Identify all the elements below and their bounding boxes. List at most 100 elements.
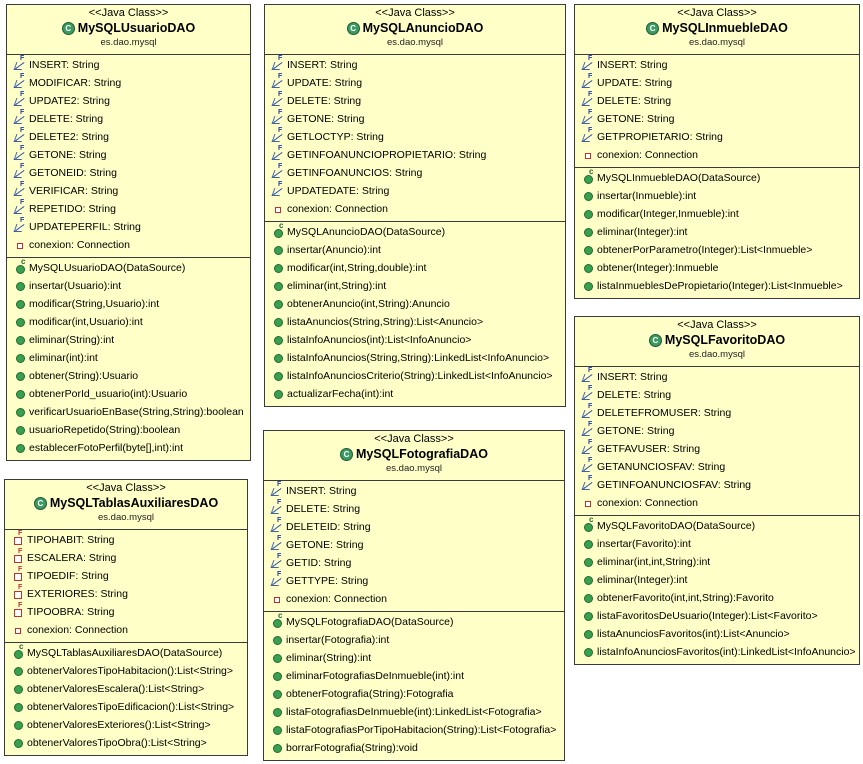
method-text: listaAnunciosFavoritos(int):List<Anuncio… [597, 628, 790, 640]
static-final-field-icon [272, 73, 284, 89]
public-method-icon [14, 316, 26, 328]
constructor-icon [582, 515, 594, 532]
method-row: listaInfoAnuncios(String,String):LinkedL… [265, 349, 565, 367]
method-row: eliminar(int,String):int [265, 277, 565, 295]
static-final-field-icon [272, 127, 284, 143]
field-text: TIPOHABIT: String [27, 534, 115, 546]
method-row: insertar(Inmueble):int [575, 187, 859, 205]
field-text: DELETEFROMUSER: String [597, 407, 732, 419]
static-final-field-icon [582, 439, 594, 455]
public-method-icon [582, 592, 594, 604]
field-row: UPDATE2: String [7, 91, 250, 110]
class-icon: C [646, 21, 660, 35]
method-row: eliminar(int):int [7, 349, 250, 367]
private-final-field-icon [12, 584, 24, 600]
constructor-icon [582, 167, 594, 184]
static-final-field-icon [271, 571, 283, 587]
methods-section: MySQLTablasAuxiliaresDAO(DataSource)obte… [5, 642, 247, 755]
field-text: GETINFOANUNCIOPROPIETARIO: String [287, 149, 487, 161]
static-final-field-icon [272, 55, 284, 71]
field-text: GETONE: String [286, 539, 364, 551]
field-text: EXTERIORES: String [27, 588, 128, 600]
method-text: obtener(Integer):Inmueble [597, 262, 719, 274]
class-package: es.dao.mysql [100, 37, 157, 48]
method-row: MySQLFotografiaDAO(DataSource) [264, 611, 564, 631]
class-icon: C [61, 21, 75, 35]
field-text: GETONE: String [287, 113, 365, 125]
public-method-icon [14, 370, 26, 382]
field-row: INSERT: String [264, 481, 564, 500]
methods-section: MySQLUsuarioDAO(DataSource)insertar(Usua… [7, 257, 250, 460]
field-row: GETONE: String [265, 109, 565, 128]
public-method-icon [272, 388, 284, 400]
method-text: listaInfoAnunciosCriterio(String):Linked… [287, 370, 553, 382]
field-row: conexion: Connection [264, 590, 564, 608]
field-text: UPDATE: String [287, 77, 363, 89]
field-row: GETLOCTYP: String [265, 127, 565, 146]
field-text: GETFAVUSER: String [597, 443, 701, 455]
method-text: borrarFotografia(String):void [286, 742, 418, 754]
class-name: MySQLAnuncioDAO [362, 21, 484, 35]
method-row: borrarFotografia(String):void [264, 739, 564, 757]
field-row: INSERT: String [575, 55, 859, 74]
public-method-icon [271, 706, 283, 718]
static-final-field-icon [582, 475, 594, 491]
public-method-icon [582, 628, 594, 640]
class-name: MySQLFotografiaDAO [356, 447, 488, 461]
field-text: INSERT: String [29, 59, 100, 71]
method-row: eliminar(String):int [264, 649, 564, 667]
field-text: GETTYPE: String [286, 575, 369, 587]
class-package: es.dao.mysql [689, 37, 745, 48]
field-row: REPETIDO: String [7, 199, 250, 218]
public-method-icon [14, 280, 26, 292]
class-icon: C [648, 333, 662, 347]
field-row: DELETE: String [7, 109, 250, 128]
field-row: GETFAVUSER: String [575, 439, 859, 458]
public-method-icon [272, 262, 284, 274]
public-method-icon [12, 719, 24, 731]
field-row: GETONEID: String [7, 163, 250, 182]
public-method-icon [582, 190, 594, 202]
private-final-field-icon [12, 530, 24, 546]
class-stereotype: <<Java Class>> [677, 7, 757, 19]
static-final-field-icon [14, 55, 26, 71]
method-row: listaFavoritosDeUsuario(Integer):List<Fa… [575, 607, 859, 625]
field-text: GETANUNCIOSFAV: String [597, 461, 726, 473]
field-row: INSERT: String [7, 55, 250, 74]
public-method-icon [14, 334, 26, 346]
method-text: establecerFotoPerfil(byte[],int):int [29, 442, 184, 454]
method-row: obtenerPorId_usuario(int):Usuario [7, 385, 250, 403]
method-row: listaInfoAnunciosCriterio(String):Linked… [265, 367, 565, 385]
field-text: UPDATE2: String [29, 95, 110, 107]
public-method-icon [272, 316, 284, 328]
field-text: UPDATE: String [597, 77, 673, 89]
field-text: DELETE: String [597, 95, 672, 107]
public-method-icon [271, 634, 283, 646]
field-text: INSERT: String [597, 59, 668, 71]
method-row: listaInfoAnuncios(int):List<InfoAnuncio> [265, 331, 565, 349]
public-method-icon [272, 334, 284, 346]
method-row: modificar(String,Usuario):int [7, 295, 250, 313]
field-text: conexion: Connection [287, 203, 388, 215]
class-package: es.dao.mysql [386, 463, 442, 474]
public-method-icon [272, 280, 284, 292]
field-text: DELETE: String [597, 389, 672, 401]
fields-section: INSERT: StringDELETE: StringDELETEID: St… [264, 480, 564, 611]
method-row: obtenerValoresTipoHabitacion():List<Stri… [5, 662, 247, 680]
method-text: usuarioRepetido(String):boolean [29, 424, 181, 436]
method-row: eliminarFotografiasDeInmueble(int):int [264, 667, 564, 685]
field-text: GETONE: String [29, 149, 107, 161]
method-row: obtenerFavorito(int,int,String):Favorito [575, 589, 859, 607]
public-method-icon [582, 574, 594, 586]
methods-section: MySQLFotografiaDAO(DataSource)insertar(F… [264, 611, 564, 760]
method-text: insertar(Favorito):int [597, 538, 691, 550]
method-row: MySQLUsuarioDAO(DataSource) [7, 257, 250, 277]
method-text: MySQLFavoritoDAO(DataSource) [597, 520, 756, 532]
